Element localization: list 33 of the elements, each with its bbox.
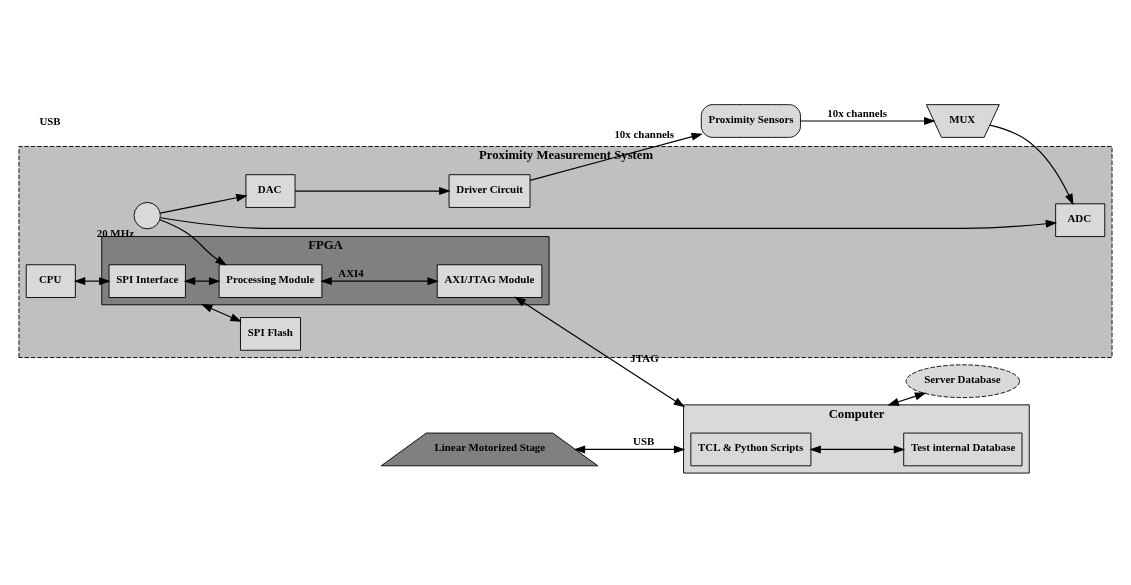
arrow [989,124,1074,206]
arrow [573,445,686,454]
arrow [294,187,451,196]
arrow [514,296,686,408]
arrow [159,219,227,266]
arrow [183,277,221,286]
edge-label: AXI4 [338,267,364,280]
node-box: CPU [25,264,76,298]
arrow [799,117,936,126]
node-label: 20 MHz [96,226,134,239]
node-box: AXI/JTAG Module [436,264,543,298]
node-box: ADC [1055,203,1106,237]
node-box: Test internal Database [903,432,1023,467]
arrow [320,277,439,286]
edge-label: USB [633,435,655,448]
edge-label: 10x channels [614,127,675,140]
arrow [529,132,703,181]
node-box: Processing Module [218,264,323,298]
arrow [73,277,111,286]
arrow [809,445,906,454]
node-box: DAC [245,174,296,208]
arrow [159,217,1058,229]
label: USB [39,114,61,127]
node-box: Driver Circuit [448,174,531,208]
arrow [887,392,927,406]
node-box: TCL & Python Scripts [690,432,812,467]
node-box: SPI Flash [240,317,301,351]
arrow [159,193,248,214]
node-box: SPI Interface [108,264,186,298]
arrow [200,304,242,322]
node-box: Proximity Sensors [700,104,801,138]
edge-label: 10x channels [827,107,887,120]
node-circle [133,202,161,230]
